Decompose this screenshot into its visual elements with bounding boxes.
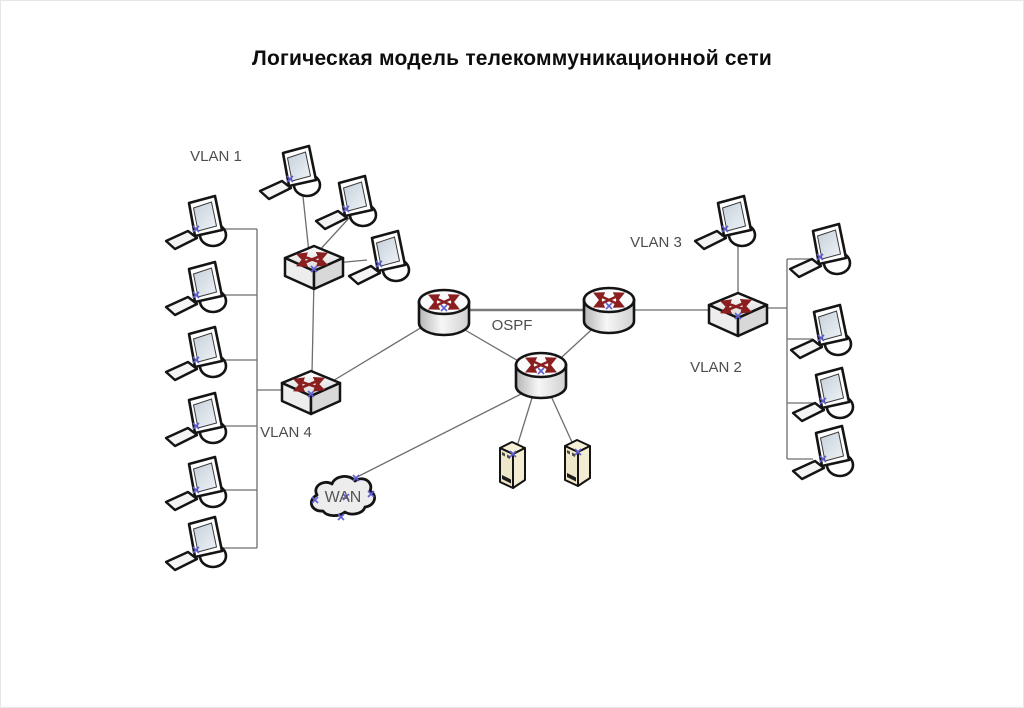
node-router-left <box>419 290 469 335</box>
label-vlan1: VLAN 1 <box>190 148 242 165</box>
node-router-center <box>516 353 566 398</box>
node-pc-right-top <box>695 196 755 249</box>
node-server-2 <box>565 440 590 486</box>
node-pc-top-1 <box>260 146 320 199</box>
node-pc-left-3 <box>166 327 226 380</box>
switch-icon <box>285 246 343 289</box>
router-icon <box>516 353 566 398</box>
node-pc-left-6 <box>166 517 226 570</box>
pc-icon <box>166 517 226 570</box>
edge-switch1-switch4 <box>311 278 315 374</box>
edge-router3-wan <box>356 386 536 478</box>
server-icon <box>565 440 590 486</box>
node-switch-right <box>709 293 767 336</box>
page-title: Логическая модель телекоммуникационной с… <box>252 47 772 70</box>
node-server-1 <box>500 442 525 488</box>
switch-icon <box>709 293 767 336</box>
node-pc-left-1 <box>166 196 226 249</box>
pc-icon <box>166 262 226 315</box>
node-pc-top-3 <box>349 231 409 284</box>
label-vlan2: VLAN 2 <box>690 359 742 376</box>
edge-switch1-pctop1 <box>301 186 310 254</box>
pc-icon <box>793 368 853 421</box>
label-vlan3: VLAN 3 <box>630 234 682 251</box>
nodes-layer <box>166 146 853 570</box>
label-wan: WAN <box>325 489 362 506</box>
router-icon <box>419 290 469 335</box>
node-router-right <box>584 288 634 333</box>
label-vlan4: VLAN 4 <box>260 424 312 441</box>
node-pc-left-5 <box>166 457 226 510</box>
node-pc-left-4 <box>166 393 226 446</box>
label-ospf: OSPF <box>492 317 533 334</box>
labels-layer: VLAN 1 VLAN 4 VLAN 3 VLAN 2 OSPF WAN <box>190 148 742 506</box>
node-pc-right-1 <box>790 224 850 277</box>
pc-icon <box>790 224 850 277</box>
switch-icon <box>282 371 340 414</box>
pc-icon <box>793 426 853 479</box>
pc-icon <box>791 305 851 358</box>
node-pc-right-3 <box>793 368 853 421</box>
pc-icon <box>166 196 226 249</box>
edge-switch1-pctop2 <box>316 216 351 254</box>
node-switch-vlan4 <box>282 371 340 414</box>
node-pc-left-2 <box>166 262 226 315</box>
server-icon <box>500 442 525 488</box>
node-pc-right-4 <box>793 426 853 479</box>
pc-icon <box>260 146 320 199</box>
pc-icon <box>166 327 226 380</box>
node-pc-right-2 <box>791 305 851 358</box>
pc-icon <box>166 393 226 446</box>
pc-icon <box>695 196 755 249</box>
node-switch-vlan1 <box>285 246 343 289</box>
pc-icon <box>166 457 226 510</box>
pc-icon <box>349 231 409 284</box>
router-icon <box>584 288 634 333</box>
